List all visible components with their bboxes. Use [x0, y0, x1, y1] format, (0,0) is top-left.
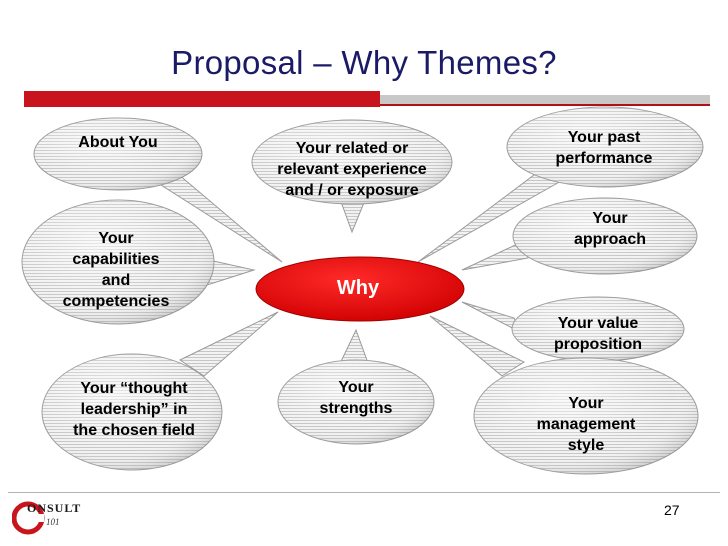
center-bubble [255, 256, 465, 322]
bubble-line: approach [573, 231, 646, 248]
bubble-line: performance [555, 150, 653, 167]
footer-divider [8, 492, 720, 493]
bubble-line: proposition [554, 336, 642, 353]
bubble-capabilities [21, 199, 256, 325]
bubble-line: strengths [319, 400, 393, 417]
bubble-line: management [536, 416, 636, 433]
bubble-thought-leadership [41, 311, 279, 471]
bubble-line: Your value [557, 315, 639, 332]
bubble-value-proposition [461, 296, 685, 362]
bubble-line: leadership” in [80, 401, 188, 418]
bubble-value-proposition-text: Your value proposition [526, 313, 670, 355]
bubble-strengths [277, 328, 435, 445]
bubble-line: and / or exposure [285, 182, 419, 199]
bubble-thought-leadership-text: Your “thought leadership” in the chosen … [52, 378, 216, 441]
page-number: 27 [664, 502, 680, 518]
bubble-line: relevant experience [277, 161, 427, 178]
bubble-line: Your related or [295, 140, 409, 157]
bubble-related-experience-text: Your related or relevant experience and … [254, 138, 450, 201]
bubble-line: Your “thought [80, 380, 188, 397]
title-underline-grey [380, 95, 710, 104]
bubble-management-style-text: Your management style [516, 393, 656, 456]
bubble-line: Your [568, 395, 604, 412]
bubble-past-performance [417, 106, 704, 263]
bubble-line: and [101, 272, 131, 289]
bubble-past-performance-text: Your past performance [526, 127, 682, 169]
bubble-line: About You [78, 134, 158, 151]
bubble-approach [461, 197, 698, 275]
bubble-line: capabilities [72, 251, 160, 268]
bubble-line: competencies [62, 293, 170, 310]
bubble-line: Your [592, 210, 628, 227]
slide-title: Proposal – Why Themes? [171, 44, 557, 81]
bubble-line: Your [338, 379, 374, 396]
logo-subtitle: 101 [46, 517, 60, 527]
title-underline-thin [380, 104, 710, 106]
bubble-capabilities-text: Your capabilities and competencies [40, 228, 192, 312]
bubble-about-you [33, 117, 283, 263]
bubble-line: style [567, 437, 605, 454]
bubble-related-experience [251, 119, 453, 234]
center-label: Why [336, 277, 380, 299]
bubble-approach-text: Your approach [540, 208, 680, 250]
bubble-line: the chosen field [73, 422, 195, 439]
consult-logo-icon [12, 501, 45, 535]
bubble-about-you-text: About You [38, 132, 198, 153]
bubble-line: Your past [567, 129, 641, 146]
bubble-management-style [429, 315, 699, 475]
logo-wordmark: ONSULT [27, 501, 82, 515]
title-underline-red [24, 91, 380, 107]
bubble-strengths-text: Your strengths [296, 377, 416, 419]
bubble-line: Your [98, 230, 134, 247]
